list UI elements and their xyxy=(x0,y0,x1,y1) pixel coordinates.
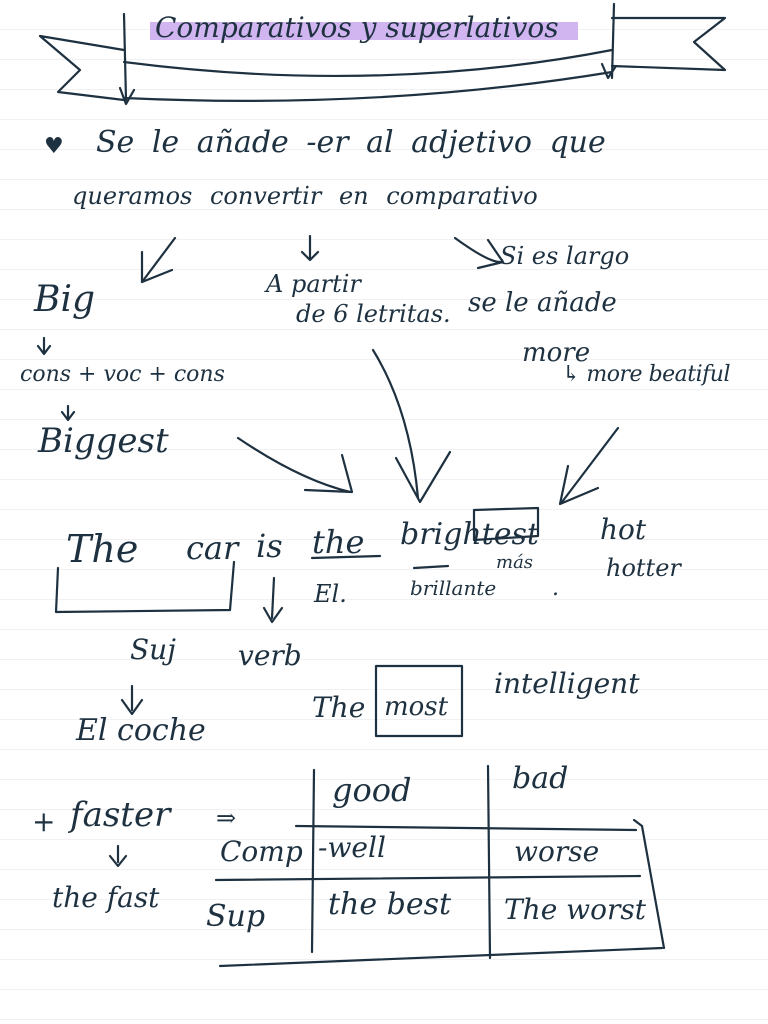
table-row-comp-label: Comp xyxy=(220,835,303,868)
table-arrow-icon: ⇒ xyxy=(216,804,237,832)
middle-line-2: de 6 letritas. xyxy=(296,300,451,328)
sentence-the-2: the xyxy=(312,523,365,561)
title-banner xyxy=(38,2,727,106)
title-highlight xyxy=(150,22,578,40)
sentence-marks xyxy=(54,506,540,738)
label-suj: Suj xyxy=(130,633,176,666)
right-line-3: more xyxy=(522,338,591,368)
right-example: ↳ more beatiful xyxy=(562,362,731,387)
rule-arrows xyxy=(36,234,505,422)
table-header-bad: bad xyxy=(512,761,569,796)
convergence-arrows xyxy=(236,348,620,506)
word-big: Big xyxy=(34,279,96,320)
label-el-coche: El coche xyxy=(76,713,206,748)
most-word: most xyxy=(384,692,449,722)
translation-dot: . xyxy=(552,576,559,601)
table-header-good: good xyxy=(332,771,412,809)
page-title: Comparativos y superlativos xyxy=(155,11,559,44)
table-cell-sup-bad: The worst xyxy=(504,893,647,926)
sentence-car: car xyxy=(186,529,239,567)
rule-line-2: queramos convertir en comparativo xyxy=(72,182,538,210)
side-hotter: hotter xyxy=(606,554,681,582)
most-adj: intelligent xyxy=(494,667,640,700)
sentence-is: is xyxy=(256,527,283,565)
table-cell-comp-good: -well xyxy=(318,831,386,864)
faster-result: the fast xyxy=(52,881,160,914)
sentence-brightest: brightest xyxy=(400,517,539,552)
word-biggest: Biggest xyxy=(38,421,169,461)
table-cell-comp-bad: worse xyxy=(514,835,600,868)
table-row-sup-label: Sup xyxy=(206,899,266,934)
most-the: The xyxy=(312,691,366,724)
right-line-2: se le añade xyxy=(468,288,617,318)
bullet-heart-icon: ♥ xyxy=(44,134,64,159)
translation-el: El. xyxy=(314,580,347,608)
label-verb: verb xyxy=(238,639,302,672)
sentence-the: The xyxy=(66,527,139,571)
translation-brillante: brillante xyxy=(410,576,497,600)
translation-mas: más xyxy=(496,552,534,573)
middle-line-1: A partir xyxy=(266,270,361,298)
faster-word: faster xyxy=(70,795,171,835)
table-grid xyxy=(214,764,666,968)
table-cell-sup-good: the best xyxy=(328,887,452,922)
rule-line-1: Se le añade -er al adjetivo que xyxy=(96,125,606,160)
side-hot: hot xyxy=(600,513,647,546)
pattern-cons-voc-cons: cons + voc + cons xyxy=(20,362,225,387)
right-line-1: Si es largo xyxy=(500,242,630,270)
faster-arrow xyxy=(108,844,128,868)
faster-plus: + xyxy=(32,805,56,838)
